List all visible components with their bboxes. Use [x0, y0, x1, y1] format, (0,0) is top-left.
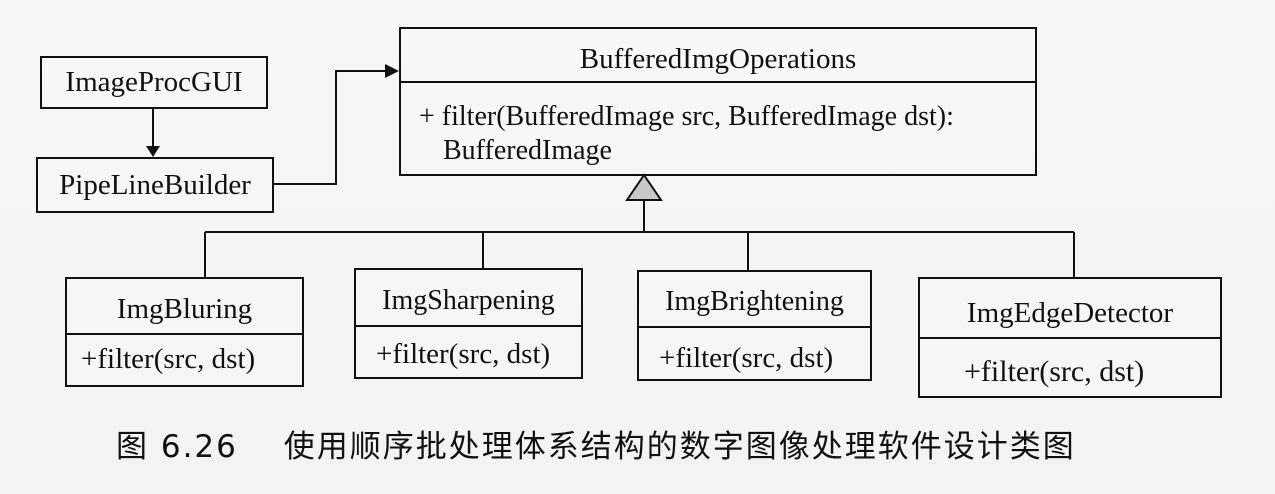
image-proc-gui-box: ImageProcGUI	[40, 56, 268, 109]
pipeline-to-operations-arrowhead	[385, 64, 399, 78]
buffered-img-operations-divider	[401, 81, 1035, 83]
imgsharpening-method: +filter(src, dst)	[376, 338, 551, 370]
figure-caption-text: 使用顺序批处理体系结构的数字图像处理软件设计类图	[283, 429, 1076, 465]
figure-caption: 图 6.26 使用顺序批处理体系结构的数字图像处理软件设计类图	[116, 432, 1176, 463]
imgbluring-name: ImgBluring	[116, 293, 253, 325]
imgedgedetector-name: ImgEdgeDetector	[966, 297, 1174, 329]
imgbrightening-name: ImgBrightening	[665, 286, 844, 317]
imgsharpening-box: ImgSharpening +filter(src, dst)	[354, 268, 583, 379]
pipeline-builder-label: PipeLineBuilder	[59, 168, 251, 201]
imgbluring-box: ImgBluring +filter(src, dst)	[65, 277, 304, 387]
imgedgedetector-method: +filter(src, dst)	[964, 355, 1145, 388]
figure-caption-label: 图 6.26	[116, 429, 238, 465]
buffered-img-operations-name: BufferedImgOperations	[579, 43, 857, 75]
buffered-img-operations-method-line-2: BufferedImage	[443, 135, 612, 166]
imgedgedetector-divider	[920, 337, 1220, 339]
inheritance-triangle	[625, 173, 663, 201]
imgbrightening-box: ImgBrightening +filter(src, dst)	[637, 270, 872, 381]
imgbrightening-method: +filter(src, dst)	[659, 342, 834, 374]
imgbrightening-divider	[639, 326, 870, 328]
imgsharpening-divider	[356, 325, 581, 327]
buffered-img-operations-method-line-1: + filter(BufferedImage src, BufferedImag…	[419, 101, 954, 132]
buffered-img-operations-box: BufferedImgOperations + filter(BufferedI…	[399, 27, 1037, 176]
imgbluring-method: +filter(src, dst)	[81, 343, 256, 375]
imgbluring-divider	[67, 333, 302, 335]
pipeline-to-operations-line	[273, 70, 386, 185]
image-proc-gui-label: ImageProcGUI	[65, 66, 243, 98]
pipeline-builder-box: PipeLineBuilder	[36, 157, 274, 213]
gui-to-pipeline-arrowhead	[146, 146, 160, 157]
imgedgedetector-box: ImgEdgeDetector +filter(src, dst)	[918, 277, 1222, 398]
imgsharpening-name: ImgSharpening	[382, 285, 555, 316]
